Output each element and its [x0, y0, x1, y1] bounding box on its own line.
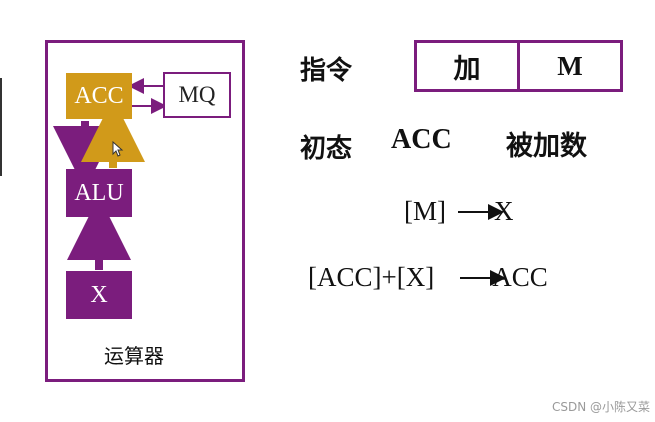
- instruction-format-box: 加 M: [414, 40, 623, 92]
- acc-register: ACC: [66, 73, 132, 119]
- watermark-text: CSDN @小陈又菜: [552, 400, 651, 414]
- step1-destination: X: [494, 196, 514, 226]
- step1-source: [M]: [404, 196, 446, 226]
- initial-state-value: 被加数: [506, 131, 587, 162]
- left-edge-mark: [0, 78, 2, 176]
- mouse-cursor-icon: [112, 140, 124, 157]
- instruction-label: 指令: [300, 56, 353, 86]
- initial-state-label: 初态: [300, 134, 353, 164]
- x-register: X: [66, 271, 132, 319]
- step2-transfer: [ACC]+[X] ACC: [308, 262, 548, 293]
- step2-destination: ACC: [492, 262, 548, 292]
- mq-register: MQ: [163, 72, 231, 118]
- initial-state-register: ACC: [391, 124, 452, 155]
- instruction-opcode: 加: [417, 43, 520, 89]
- step2-source: [ACC]+[X]: [308, 262, 435, 292]
- instruction-operand: M: [557, 50, 583, 81]
- arithmetic-unit-label: 运算器: [104, 344, 164, 368]
- step1-transfer: [M] X: [404, 196, 514, 227]
- alu-block: ALU: [66, 169, 132, 217]
- arithmetic-unit-outline: [45, 40, 245, 382]
